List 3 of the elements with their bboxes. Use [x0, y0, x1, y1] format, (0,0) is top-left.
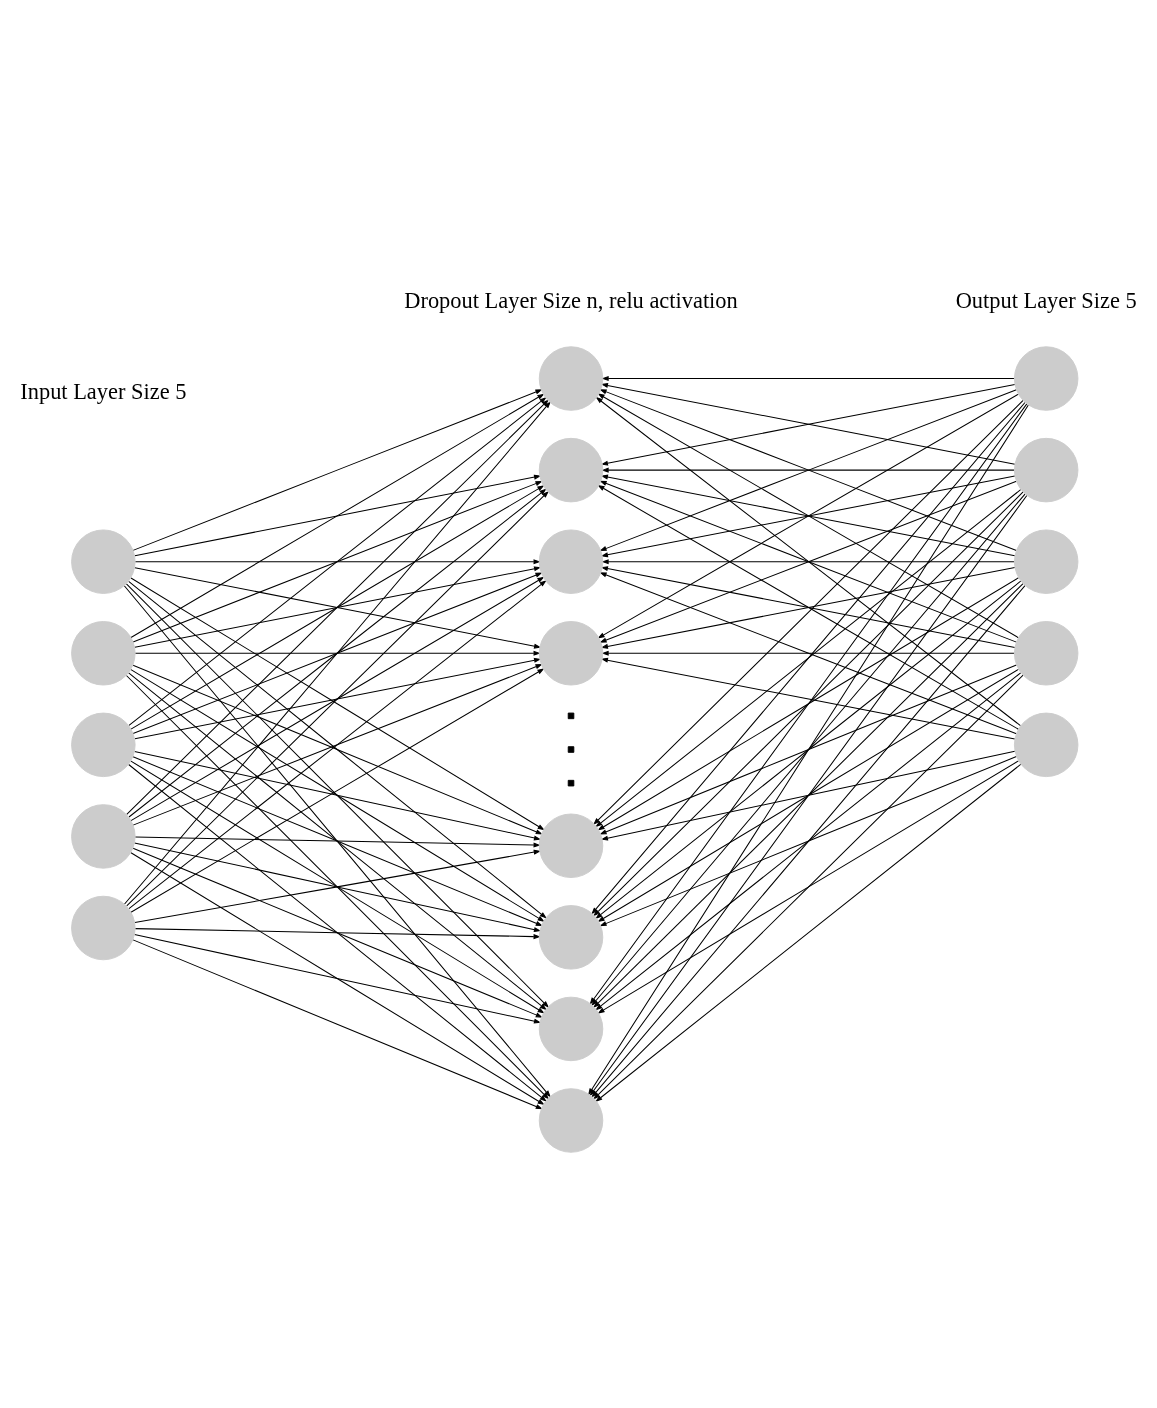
label: Dropout Layer Size n, relu activation — [404, 287, 738, 313]
label: Output Layer Size 5 — [955, 287, 1137, 313]
label: Input Layer Size 5 — [20, 378, 187, 404]
